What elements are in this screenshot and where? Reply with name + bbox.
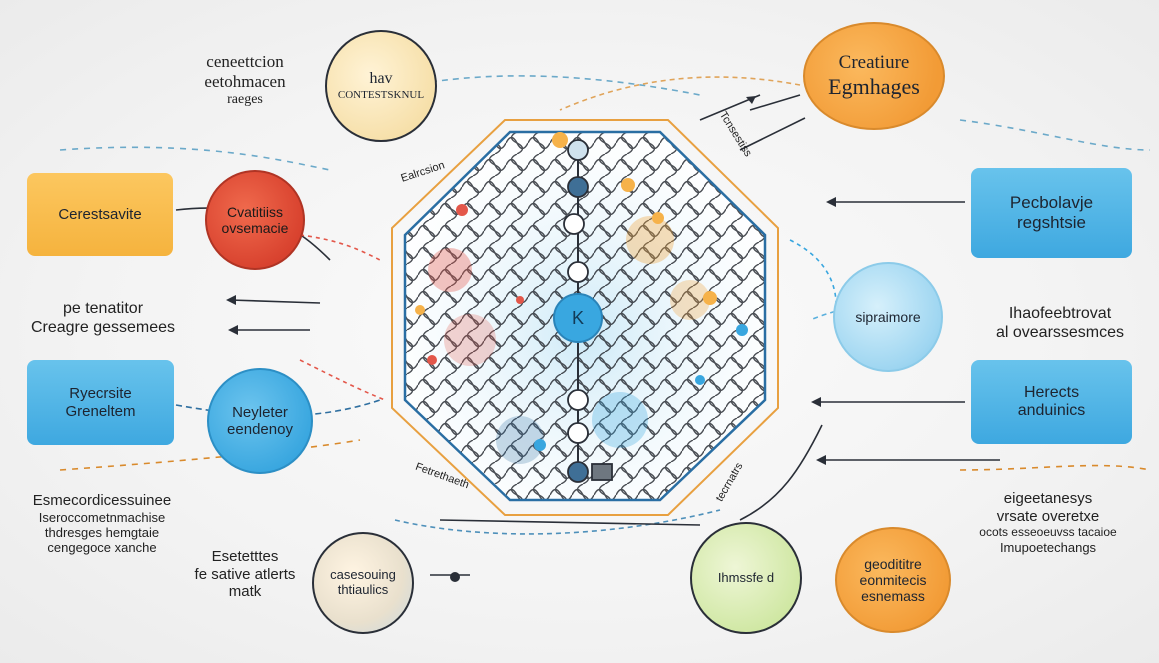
box-blue-right-bottom[interactable]: Herects anduinics bbox=[971, 360, 1132, 444]
box-blue-left[interactable]: Ryecrsite Greneltem bbox=[27, 360, 174, 445]
label-mid-left: pe tenatitor Creagre gessemees bbox=[30, 300, 176, 336]
node-sand-bottom[interactable]: casesouing thtiaulics bbox=[312, 532, 414, 634]
node-red-left[interactable]: Cvatitiiss ovsemacie bbox=[205, 170, 305, 270]
box-blue-right-top[interactable]: Pecbolavje regshtsie bbox=[971, 168, 1132, 258]
label-bottom-right: eigeetanesys vrsate overetxe ocots esseo… bbox=[979, 490, 1117, 555]
label-mid-right: Ihaofeebtrovat al ovearssesmces bbox=[995, 305, 1125, 341]
node-orange-bottom-right[interactable]: geodititre eonmitecis esnemass bbox=[835, 527, 951, 633]
node-green-bottom[interactable]: Ihmssfe d bbox=[690, 522, 802, 634]
label-bottom-left-center: Esetetttes fe sative atlerts matk bbox=[194, 548, 296, 601]
node-cream-top-left[interactable]: hav CONTESTSKNUL bbox=[325, 30, 437, 142]
node-paleblue-right[interactable]: sipraimore bbox=[833, 262, 943, 372]
center-node-label: K bbox=[571, 307, 584, 328]
center-node bbox=[553, 293, 603, 343]
label-top-left: ceneettcion eetohmacen raeges bbox=[204, 52, 286, 108]
box-yellow-left[interactable]: Cerestsavite bbox=[27, 173, 173, 256]
node-orange-top-right[interactable]: Creatiure Egmhages bbox=[803, 22, 945, 130]
label-bottom-left: Esmecordicessuinee Iseroccometnmachise t… bbox=[32, 492, 172, 556]
node-blue-left[interactable]: Neyleter eendenoy bbox=[207, 368, 313, 474]
